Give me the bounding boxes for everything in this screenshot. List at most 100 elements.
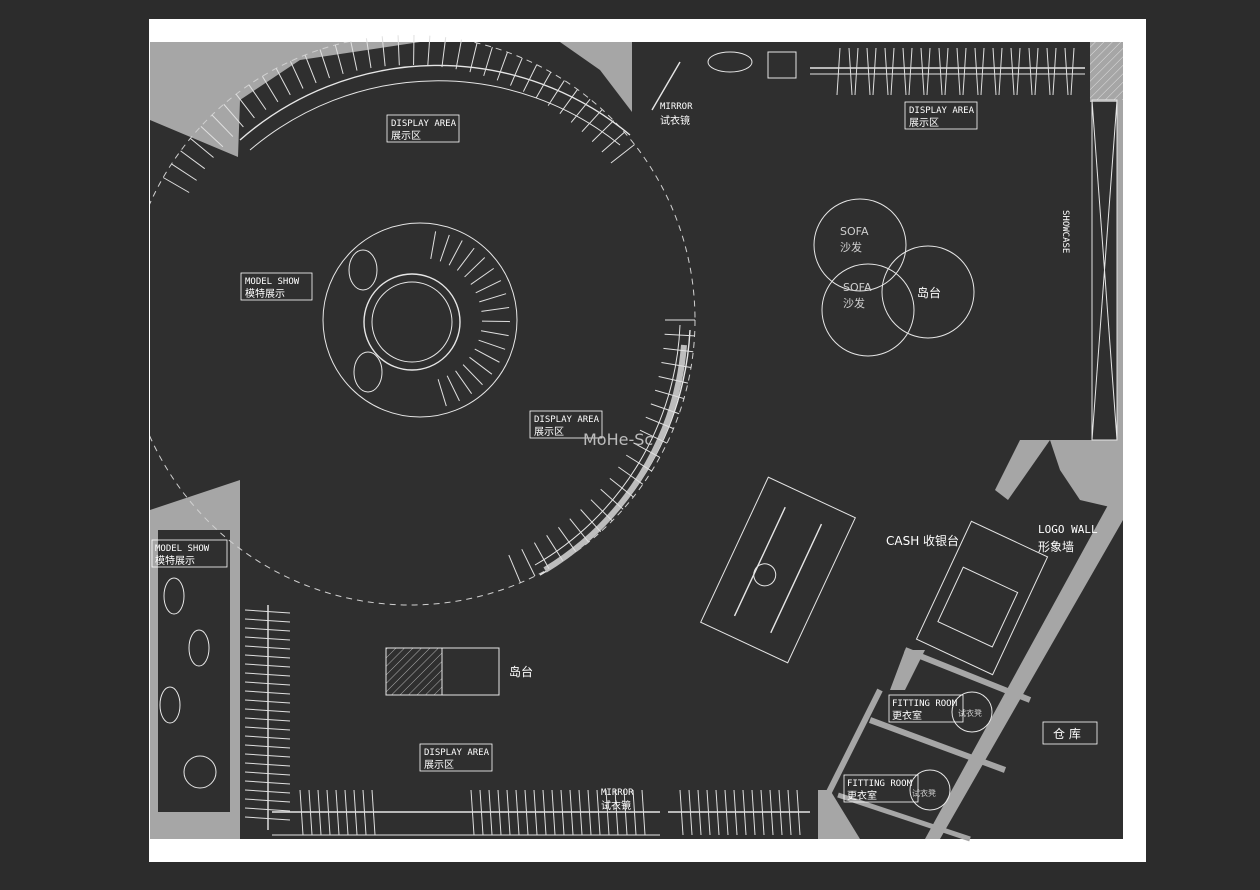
fitting-room-1-en: FITTING ROOM: [892, 699, 958, 709]
rack-hanger: [479, 789, 484, 836]
labels: DISPLAY AREA 展示区 DISPLAY AREA 展示区 DISPLA…: [151, 101, 1098, 812]
rack-hanger: [470, 789, 475, 836]
rack-hanger: [244, 744, 291, 749]
rack-hanger: [601, 131, 625, 153]
rack-hanger: [639, 429, 668, 444]
display-area-top-cn: 展示区: [391, 130, 421, 142]
rack-hanger: [223, 103, 244, 128]
rack-hanger: [481, 306, 510, 312]
rack-hanger: [430, 231, 437, 260]
rack-hanger: [200, 125, 224, 148]
rack-hanger: [661, 362, 692, 369]
rack-hanger: [474, 348, 500, 363]
rack-hanger: [522, 64, 538, 92]
rack-hanger: [980, 47, 985, 96]
rack-hanger: [506, 789, 511, 836]
rack-hanger: [244, 753, 291, 758]
rack-hanger: [724, 789, 729, 836]
rack-hanger: [483, 47, 493, 77]
rack-hanger: [944, 47, 949, 96]
rack-hanger: [715, 789, 720, 836]
rack-hanger: [456, 247, 475, 271]
rack-hanger: [244, 807, 291, 812]
mirror-top-cn: 试衣镜: [660, 114, 690, 127]
rack-hanger: [244, 771, 291, 776]
rack-hanger: [787, 789, 792, 836]
rack-hanger: [558, 527, 577, 553]
rack-hanger: [365, 38, 372, 69]
walls: [150, 42, 1123, 842]
rack-hanger: [796, 789, 801, 836]
rack-hanger: [559, 89, 578, 114]
rack-hanger: [569, 789, 574, 836]
fitting-room-1-cn: 更衣室: [892, 709, 922, 722]
rack-hanger: [570, 98, 591, 123]
rack-hanger: [533, 542, 550, 570]
sofa-1-cn: 沙发: [840, 240, 862, 254]
warehouse-label: 仓 库: [1053, 726, 1081, 741]
showcase-label: SHOWCASE: [1060, 210, 1070, 253]
rack-hanger: [508, 554, 521, 583]
rack-hanger: [299, 789, 304, 836]
rack-hanger: [751, 789, 756, 836]
rack-hanger: [509, 57, 523, 86]
mirror-bottom-cn: 试衣镜: [601, 799, 631, 812]
rack-hanger: [618, 466, 644, 485]
rack-hanger: [244, 762, 291, 767]
rack-hanger: [1064, 47, 1069, 96]
rack-hanger: [455, 370, 473, 395]
rack-hanger: [446, 375, 460, 402]
rack-hanger: [848, 47, 853, 96]
rack-hanger: [872, 47, 877, 96]
rack-hanger: [275, 68, 291, 96]
showcase: [1091, 99, 1118, 441]
display-area-bottom-cn: 展示区: [424, 759, 454, 771]
rack-hanger: [578, 789, 583, 836]
mirror-top-en: MIRROR: [660, 102, 693, 112]
rack-hanger: [244, 654, 291, 659]
sofa-1-en: SOFA: [840, 225, 869, 238]
rack-hanger: [533, 789, 538, 836]
island-circle: [881, 245, 975, 339]
sofa-2-cn: 沙发: [843, 296, 865, 310]
rack-hanger: [902, 47, 907, 96]
rack-hanger: [437, 379, 447, 407]
rack-hanger: [1010, 47, 1015, 96]
rack-hanger: [535, 71, 552, 99]
rack-hanger: [350, 41, 358, 71]
rack-hanger: [664, 333, 695, 337]
rack-hanger: [645, 416, 674, 430]
rack-hanger: [244, 663, 291, 668]
rack-hanger: [171, 163, 197, 181]
rack-hanger: [244, 708, 291, 713]
rack-hanger: [778, 789, 783, 836]
rack-hanger: [244, 780, 291, 785]
rack-hanger: [632, 789, 637, 836]
rack-hanger: [542, 789, 547, 836]
mirror-bottom-en: MIRROR: [601, 788, 634, 798]
rack-hanger: [890, 47, 895, 96]
rack-hanger: [614, 789, 619, 836]
rack-hanger: [546, 535, 564, 561]
rack-hanger: [497, 789, 502, 836]
rack-hanger: [742, 789, 747, 836]
rack-hanger: [290, 61, 304, 89]
rack-hanger: [244, 699, 291, 704]
rack-hanger: [688, 789, 693, 836]
sofa-circle: [821, 263, 915, 357]
rack-hanger: [679, 789, 684, 836]
fitting-stool: [951, 691, 993, 733]
rack-hanger: [488, 789, 493, 836]
rack-hanger: [353, 789, 358, 836]
plan-area: [150, 42, 1123, 839]
model-show-side-cn: 模特展示: [155, 555, 195, 567]
rack-hanger: [381, 36, 386, 67]
rack-hanger: [658, 376, 689, 384]
rack-hanger: [244, 789, 291, 794]
island-right-label: 岛台: [917, 285, 941, 300]
display-area-bottom-en: DISPLAY AREA: [424, 748, 490, 758]
rack-hanger: [610, 144, 635, 164]
rack-hanger: [641, 789, 646, 836]
rack-hanger: [496, 52, 508, 81]
rack-hanger: [956, 47, 961, 96]
